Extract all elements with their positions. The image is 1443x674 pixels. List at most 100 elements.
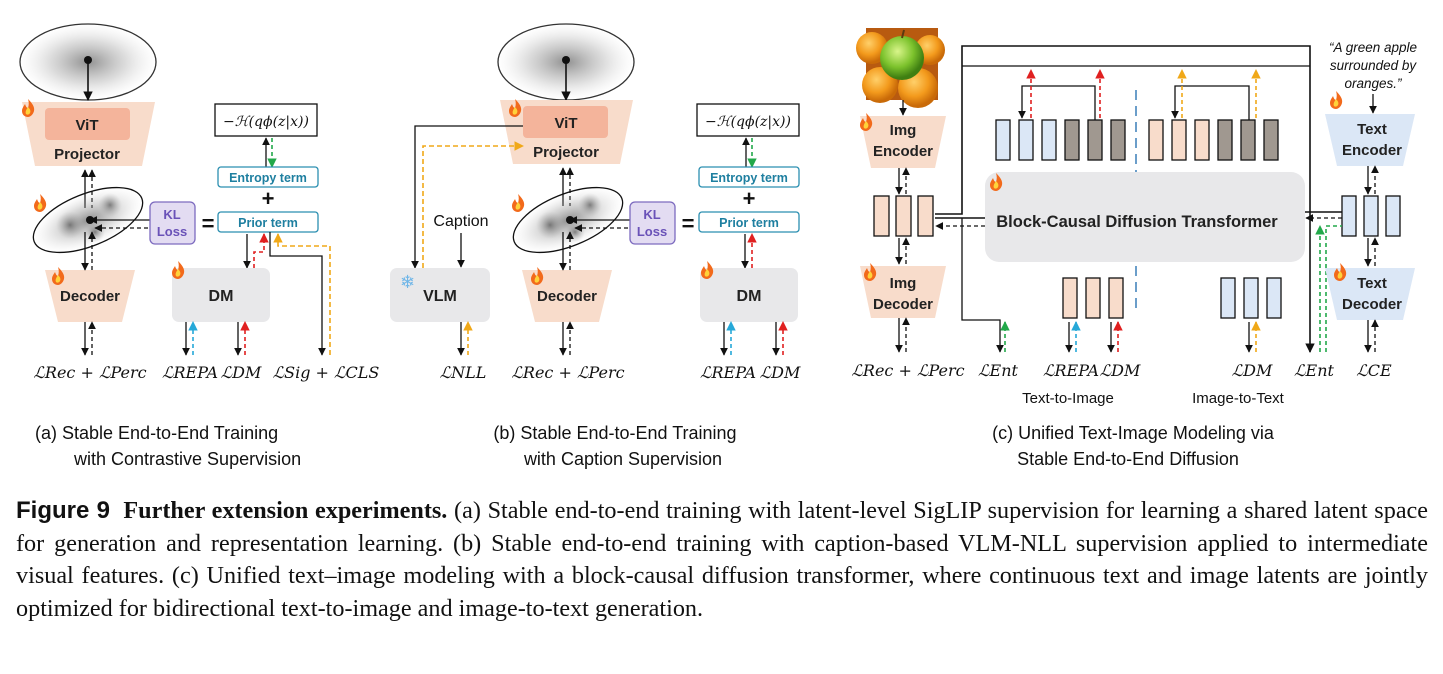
entropy-formula-box-b bbox=[696, 103, 800, 137]
panel-b: ViT Projector Caption VLM ❄ ℒNLL KL Loss… bbox=[390, 23, 801, 469]
entropy-term-box-a bbox=[217, 166, 319, 188]
vit-block-b bbox=[523, 106, 608, 138]
flame-icon bbox=[531, 267, 544, 285]
apple-oranges-image bbox=[856, 28, 945, 108]
transformer-bottom-tokens bbox=[1062, 277, 1282, 319]
image-latent-tokens bbox=[873, 195, 934, 237]
kl-label-a: KL bbox=[163, 207, 180, 222]
vlm-block-b bbox=[390, 268, 490, 322]
figure-caption: Figure 9 Further extension experiments. … bbox=[16, 495, 1428, 625]
image-to-text-label: Image-to-Text bbox=[1192, 390, 1285, 407]
vit-label-b: ViT bbox=[554, 115, 577, 132]
loss-label-b: Loss bbox=[637, 224, 667, 239]
loss-rec-perc-c: ℒRec + ℒPerc bbox=[851, 361, 964, 380]
entropy-formula-box-a bbox=[214, 103, 318, 137]
img-decoder-label-line1: Img bbox=[890, 275, 917, 292]
figure-title: Further extension experiments. bbox=[123, 497, 448, 524]
flame-icon bbox=[1330, 91, 1343, 109]
text-encoder-block bbox=[1325, 114, 1415, 166]
img-encoder-label-line1: Img bbox=[890, 122, 917, 139]
subtitle-b-line2: with Caption Supervision bbox=[523, 449, 722, 469]
figure-caption-body: (a) Stable end-to-end training with late… bbox=[16, 497, 1429, 622]
loss-rec-perc-a: ℒRec + ℒPerc bbox=[33, 363, 146, 382]
text-encoder-label-line2: Encoder bbox=[1342, 142, 1402, 159]
loss-label-a: Loss bbox=[157, 224, 187, 239]
equals-sign-b: = bbox=[682, 211, 695, 236]
equals-sign-a: = bbox=[202, 211, 215, 236]
flame-icon bbox=[1334, 263, 1347, 281]
transformer-output-tokens bbox=[995, 119, 1279, 161]
projector-label-a: Projector bbox=[54, 146, 120, 163]
subtitle-a-line2: with Contrastive Supervision bbox=[73, 449, 301, 469]
subtitle-b-line1: (b) Stable End-to-End Training bbox=[493, 423, 736, 443]
caption-label-b: Caption bbox=[433, 213, 488, 230]
flame-icon bbox=[512, 194, 525, 212]
loss-nll-b: ℒNLL bbox=[440, 363, 487, 382]
dm-block-a bbox=[172, 268, 270, 322]
img-encoder-label-line2: Encoder bbox=[873, 143, 933, 160]
prior-term-label-b: Prior term bbox=[719, 216, 779, 230]
dm-block-b bbox=[700, 268, 798, 322]
vit-label-a: ViT bbox=[75, 117, 98, 134]
text-encoder-label-line1: Text bbox=[1357, 121, 1387, 138]
flame-icon bbox=[860, 113, 873, 131]
decoder-block-a bbox=[45, 270, 135, 322]
vit-block-a bbox=[45, 108, 130, 140]
subtitle-c-line2: Stable End-to-End Diffusion bbox=[1017, 449, 1239, 469]
loss-dm-b: ℒDM bbox=[760, 363, 801, 382]
img-decoder-block bbox=[860, 266, 946, 318]
decoder-label-a: Decoder bbox=[60, 288, 120, 305]
prompt-line2: surrounded by bbox=[1330, 58, 1418, 73]
entropy-term-box-b bbox=[698, 166, 800, 188]
prior-term-box-b bbox=[698, 211, 800, 233]
figure-label: Figure 9 bbox=[16, 497, 110, 524]
loss-sig-cls-a: ℒSig + ℒCLS bbox=[273, 363, 380, 382]
loss-repa-b: ℒREPA bbox=[700, 363, 756, 382]
vlm-label-b: VLM bbox=[423, 288, 457, 305]
flame-icon bbox=[172, 261, 185, 279]
panel-a: ViT Projector KL Loss = −ℋ(qϕ(z|x)) Entr… bbox=[19, 23, 380, 469]
transformer-label: Block-Causal Diffusion Transformer bbox=[996, 213, 1278, 231]
decoder-label-b: Decoder bbox=[537, 288, 597, 305]
flame-icon bbox=[22, 99, 35, 117]
snowflake-icon: ❄ bbox=[400, 272, 415, 292]
dm-label-b: DM bbox=[737, 288, 762, 305]
loss-repa-a: ℒREPA bbox=[162, 363, 218, 382]
text-decoder-block bbox=[1325, 268, 1415, 320]
text-decoder-label-line2: Decoder bbox=[1342, 296, 1402, 313]
prior-term-box-a bbox=[217, 211, 319, 233]
text-latent-tokens bbox=[1341, 195, 1401, 237]
projector-label-b: Projector bbox=[533, 144, 599, 161]
plus-sign-b: + bbox=[743, 186, 756, 211]
loss-ent-left-c: ℒEnt bbox=[978, 361, 1019, 380]
panel-c: Img Encoder Img Decoder bbox=[851, 28, 1417, 469]
text-decoder-label-line1: Text bbox=[1357, 275, 1387, 292]
prompt-line1: “A green apple bbox=[1329, 40, 1417, 55]
entropy-formula-a: −ℋ(qϕ(z|x)) bbox=[223, 114, 309, 130]
img-encoder-block bbox=[860, 116, 946, 168]
prompt-line3: oranges.” bbox=[1344, 76, 1402, 91]
loss-ce-c: ℒCE bbox=[1356, 361, 1392, 380]
flame-icon bbox=[701, 261, 714, 279]
loss-repa-c: ℒREPA bbox=[1043, 361, 1099, 380]
transformer-block bbox=[985, 172, 1305, 262]
loss-dm-right-c: ℒDM bbox=[1232, 361, 1273, 380]
entropy-term-label-b: Entropy term bbox=[710, 171, 788, 185]
loss-rec-perc-b: ℒRec + ℒPerc bbox=[511, 363, 624, 382]
kl-label-b: KL bbox=[643, 207, 660, 222]
plus-sign-a: + bbox=[262, 186, 275, 211]
img-decoder-label-line2: Decoder bbox=[873, 296, 933, 313]
subtitle-c-line1: (c) Unified Text-Image Modeling via bbox=[992, 423, 1275, 443]
entropy-formula-b: −ℋ(qϕ(z|x)) bbox=[705, 114, 791, 130]
flame-icon bbox=[52, 267, 65, 285]
prior-term-label-a: Prior term bbox=[238, 216, 298, 230]
kl-loss-box-b bbox=[629, 201, 676, 245]
dm-label-a: DM bbox=[209, 288, 234, 305]
entropy-term-label-a: Entropy term bbox=[229, 171, 307, 185]
text-to-image-label: Text-to-Image bbox=[1022, 390, 1114, 407]
flame-icon bbox=[864, 263, 877, 281]
subtitle-a-line1: (a) Stable End-to-End Training bbox=[35, 423, 278, 443]
flame-icon bbox=[34, 194, 47, 212]
decoder-block-b bbox=[522, 270, 612, 322]
loss-ent-right-c: ℒEnt bbox=[1294, 361, 1335, 380]
